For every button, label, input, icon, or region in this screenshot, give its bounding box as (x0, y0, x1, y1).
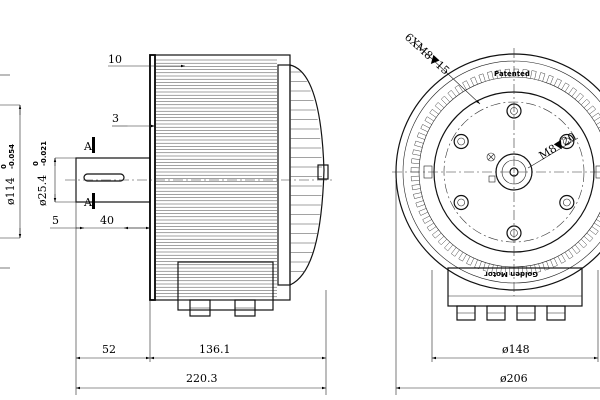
label-brand: Golden Motor (484, 270, 538, 278)
dim-148: ø148 (502, 343, 530, 356)
front-view: 6XM8▼15 M8▼20 Patented Golden Motor ø148… (392, 31, 600, 395)
dim-key-5: 5 (52, 214, 59, 227)
front-junction-box (447, 267, 583, 321)
section-mark-top: A (83, 140, 93, 153)
dim-52: 52 (102, 343, 116, 356)
front-flange (149, 54, 156, 301)
dim-dia-114: ø114 (4, 177, 17, 205)
label-holes: 6XM8▼15 (402, 31, 452, 78)
callout-3: 3 (112, 112, 119, 125)
rear-end-cap (289, 64, 329, 286)
dim-dia-114-upper: 0 (0, 164, 8, 169)
stator-housing (154, 54, 291, 301)
dim-220: 220.3 (186, 372, 218, 385)
dim-dia-25-lower: -0.021 (40, 141, 48, 166)
junction-box (177, 261, 274, 317)
outer-housing-circle (395, 53, 600, 291)
gear-teeth-ring (410, 68, 600, 276)
motor-shaft: A A (75, 137, 151, 209)
mounting-holes (453, 103, 575, 241)
dim-dia-25: ø25.4 (36, 175, 49, 206)
side-view: A A 10 (0, 53, 335, 395)
dim-dia-25-upper: 0 (32, 161, 40, 166)
label-patented: Patented (494, 70, 530, 78)
dim-206: ø206 (500, 372, 528, 385)
callout-10: 10 (108, 53, 122, 66)
section-mark-bottom: A (83, 196, 93, 209)
dim-shaft-40: 40 (100, 214, 114, 227)
dim-dia-114-lower: -0.054 (8, 144, 16, 169)
dim-136: 136.1 (199, 343, 231, 356)
